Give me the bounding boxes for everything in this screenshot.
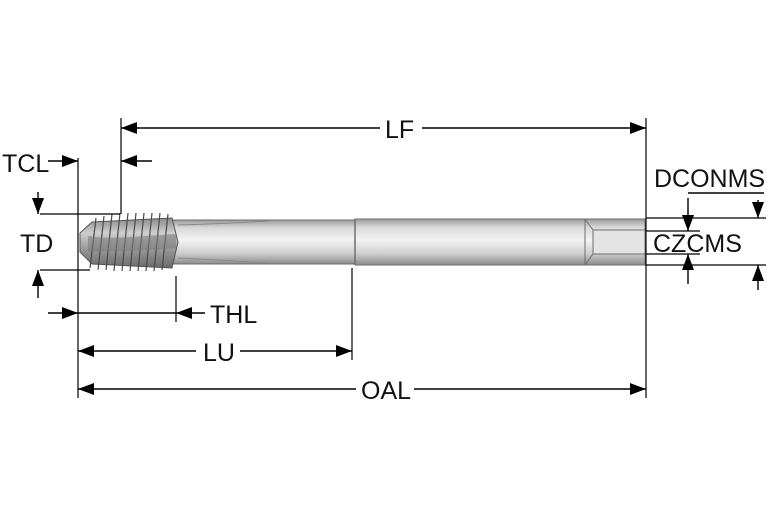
thread-flute [88,234,176,252]
dimension-lf [121,122,646,134]
tool-neck [171,219,356,265]
label-lu: LU [203,339,235,367]
dimension-dconms [688,192,764,290]
label-dconms: DCONMS [654,165,765,193]
tool-shank [354,218,586,266]
label-td: TD [20,230,53,258]
dimension-td [32,192,44,298]
tap-tool [79,212,646,272]
label-tcl: TCL [2,150,49,178]
dimension-czcms [682,198,694,284]
label-thl: THL [210,301,257,329]
label-lf: LF [385,116,414,144]
dimension-thl [48,307,205,319]
extension-lines [40,118,766,398]
label-oal: OAL [361,377,411,405]
label-czcms: CZCMS [653,230,742,258]
dimension-tcl [48,155,152,167]
dimension-lu [78,345,352,357]
square-drive [592,229,646,255]
flute-line [177,257,269,264]
dimension-oal [78,383,646,395]
flute-line [177,220,269,226]
